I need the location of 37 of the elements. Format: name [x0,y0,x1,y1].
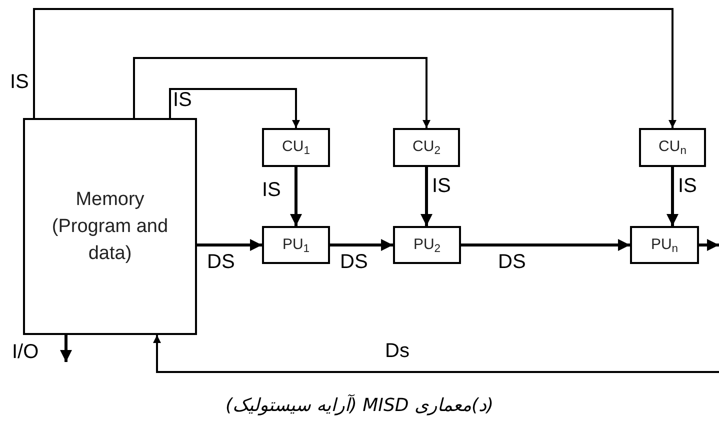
arrow [60,335,72,362]
unit-box [262,226,330,264]
box-label: PU$_{n}$ [650,234,678,256]
box-label: CU$_{n}$ [658,137,686,159]
box-label: Memory (Program and data) [50,188,170,266]
edge-label: IS [173,90,192,110]
arrow [290,167,302,226]
edge-label: IS [678,176,697,196]
arrow [197,239,262,251]
arrow [153,335,719,373]
unit-box [393,128,460,167]
caption: (د)معماری MISD (آرایه سیستولیک) [224,393,495,418]
arrow [461,239,630,251]
memory-box [23,118,197,335]
arrow [33,8,676,128]
arrow [420,167,432,226]
unit-box [262,128,330,167]
box-label: PU$_{1}$ [282,234,310,256]
box-label: PU$_{2}$ [413,234,441,256]
box-label: CU$_{2}$ [412,137,440,159]
edge-label: IS [262,180,281,200]
unit-box [639,128,706,167]
edge-label: DS [207,252,235,272]
arrow [666,167,678,226]
arrow [169,88,300,128]
edge-label: IS [10,72,29,92]
edge-label: IS [432,176,451,196]
unit-box [630,226,699,264]
arrow [699,239,719,251]
edge-label: Ds [385,341,410,361]
edge-label: DS [340,252,368,272]
edge-label: I/O [12,342,39,362]
edge-label: DS [498,252,526,272]
unit-box [393,226,461,264]
arrow [330,239,393,251]
arrow [133,57,430,128]
box-label: CU$_{1}$ [282,137,310,159]
